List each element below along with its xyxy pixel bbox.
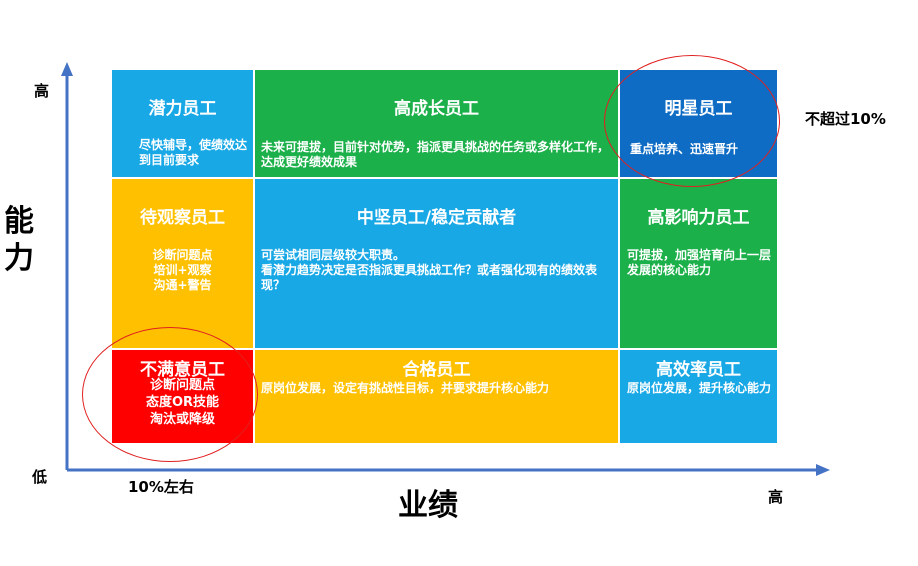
- bottom-percent-note: 10%左右: [128, 478, 194, 496]
- x-axis-arrow: [816, 464, 830, 476]
- cell-description-line: 培训+观察: [153, 263, 212, 277]
- cell-description: 原岗位发展，提升核心能力: [627, 381, 772, 395]
- y-axis-arrow: [61, 62, 73, 76]
- star-highlight-circle: [604, 55, 780, 187]
- cell-qualified-employee: 合格员工 原岗位发展，设定有挑战性目标，并要求提升核心能力: [255, 350, 618, 443]
- cell-title: 待观察员工: [140, 208, 225, 228]
- cell-description: 未来可提拔，目前针对优势，指派更具挑战的任务或多样化工作，达成更好绩效成果: [261, 140, 610, 169]
- y-axis-low-label: 低: [32, 468, 48, 486]
- cell-high-efficiency-employee: 高效率员工 原岗位发展，提升核心能力: [620, 350, 777, 443]
- cell-description-line: 沟通+警告: [153, 278, 212, 292]
- cell-high-impact-employee: 高影响力员工 可提拔，加强培育向上一层发展的核心能力: [620, 179, 777, 348]
- cell-description: 原岗位发展，设定有挑战性目标，并要求提升核心能力: [261, 381, 550, 395]
- cell-description: 尽快辅导，使绩效达到目前要求: [139, 138, 248, 167]
- y-axis-high-label: 高: [34, 82, 50, 100]
- cell-title: 高成长员工: [394, 99, 479, 119]
- unsatisfactory-highlight-circle: [82, 327, 258, 462]
- cell-title: 合格员工: [402, 360, 471, 380]
- x-axis-high-label: 高: [768, 488, 784, 506]
- cell-description: 可尝试相同层级较大职责。 看潜力趋势决定是否指派更具挑战工作？或者强化现有的绩效…: [261, 248, 616, 293]
- cell-title: 中坚员工/稳定贡献者: [356, 208, 517, 228]
- cell-title: 高影响力员工: [647, 208, 750, 228]
- y-axis-title-top: 能: [4, 204, 34, 239]
- cell-title: 潜力员工: [148, 99, 217, 119]
- y-axis-title-bottom: 力: [4, 241, 34, 276]
- cell-description-line: 诊断问题点: [152, 248, 213, 262]
- cell-description-line: 可尝试相同层级较大职责。: [261, 248, 406, 262]
- cell-description: 可提拔，加强培育向上一层发展的核心能力: [627, 248, 772, 277]
- cell-observation-employee: 待观察员工 诊断问题点 培训+观察 沟通+警告: [112, 179, 253, 348]
- cell-core-contributor: 中坚员工/稳定贡献者 可尝试相同层级较大职责。 看潜力趋势决定是否指派更具挑战工…: [255, 179, 618, 348]
- top-percent-note: 不超过10%: [805, 110, 886, 128]
- cell-description-line: 看潜力趋势决定是否指派更具挑战工作？或者强化现有的绩效表现？: [261, 263, 598, 292]
- cell-title: 高效率员工: [656, 360, 741, 380]
- cell-potential-employee: 潜力员工 尽快辅导，使绩效达到目前要求: [112, 70, 253, 177]
- cell-description: 诊断问题点 培训+观察 沟通+警告: [112, 248, 253, 293]
- cell-high-growth-employee: 高成长员工 未来可提拔，目前针对优势，指派更具挑战的任务或多样化工作，达成更好绩…: [255, 70, 618, 177]
- x-axis-title: 业绩: [398, 488, 458, 523]
